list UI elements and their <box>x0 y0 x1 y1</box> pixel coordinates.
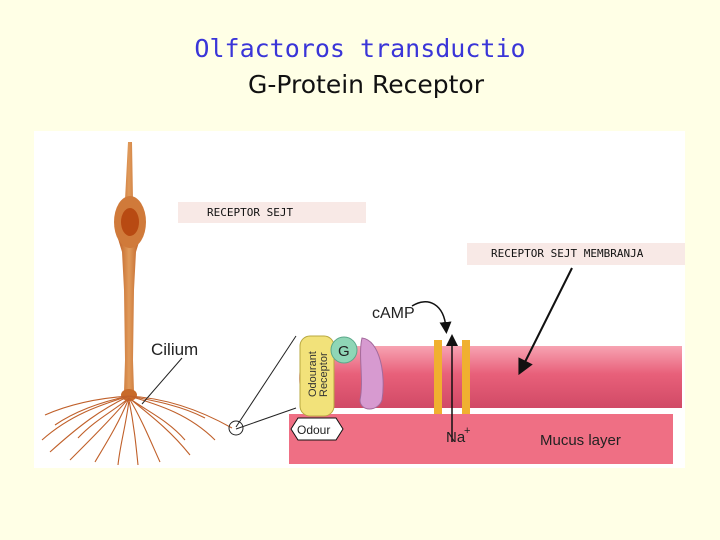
neuron-nucleus <box>121 208 139 236</box>
mucus-layer <box>289 414 673 464</box>
cilium-label: Cilium <box>151 340 198 359</box>
cilium-pointer <box>141 357 183 405</box>
receptor-text-line2: Receptor <box>318 352 330 397</box>
receptor-cell-label: RECEPTOR SEJT <box>178 202 366 223</box>
mucus-layer-label: Mucus layer <box>540 432 621 449</box>
zoom-lines <box>228 335 297 436</box>
camp-arrow <box>411 301 452 334</box>
receptor-membrane-label: RECEPTOR SEJT MEMBRANJA <box>467 243 685 265</box>
odourant-receptor <box>299 335 335 417</box>
sodium-charge: + <box>464 425 470 437</box>
g-protein-label: G <box>338 343 350 360</box>
ion-channel <box>434 334 470 442</box>
sodium-label: Na <box>446 429 466 446</box>
cilia <box>41 395 233 466</box>
membrane-pointer <box>518 267 573 376</box>
receptor-text-line1: Odourant <box>307 351 319 397</box>
g-protein <box>330 336 358 364</box>
adenylyl-cyclase <box>359 337 384 410</box>
cilium-membrane <box>299 346 682 408</box>
slide-subtitle: G-Protein Receptor <box>248 70 484 99</box>
camp-label: cAMP <box>372 305 415 322</box>
diagram-panel <box>34 131 685 468</box>
slide-title: Olfactoros transductio <box>194 34 526 63</box>
odour-label: Odour <box>297 423 330 437</box>
odour-molecule <box>290 417 344 441</box>
neuron-axon <box>116 142 142 392</box>
